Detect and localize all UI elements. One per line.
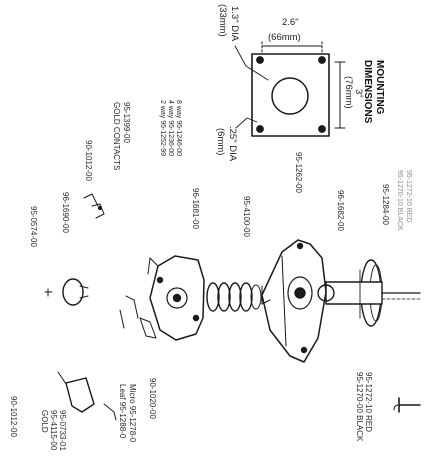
spring-rings-part <box>206 282 262 312</box>
part-label-leaf: Leaf 95-1288-0 <box>118 384 127 439</box>
part-label-95-4115: 95-4115-00 <box>49 410 58 451</box>
height-inches-label: 3" <box>353 89 364 98</box>
height-mm-label: (76mm) <box>343 76 354 109</box>
mounting-title-line1: MOUNTING <box>374 60 385 115</box>
part-label-95-1272-red-bottom: 95-1272-10 RED <box>364 372 373 433</box>
part-label-90-1012-b: 90-1012-00 <box>9 396 18 437</box>
part-label-95-0574: 95-0574-00 <box>29 206 38 247</box>
part-label-95-1284: 95-1284-00 <box>381 184 390 225</box>
part-label-gold-contacts: GOLD CONTACTS <box>112 102 121 171</box>
part-label-96-1690: 96-1690-00 <box>61 192 70 233</box>
part-label-95-0733: 95-0733-01 <box>58 410 67 451</box>
leader-lines <box>234 45 269 129</box>
part-label-95-4100: 95-4100-00 <box>242 196 251 237</box>
housing-part <box>261 239 327 363</box>
knob-cap-part <box>317 259 421 327</box>
gold-contacts-part <box>83 193 105 219</box>
hole-diameter-mm-label: (33mm) <box>217 4 228 37</box>
part-label-micro: Micro 95-1278-0 <box>128 384 137 443</box>
switch-body-part <box>119 255 205 341</box>
connector-block-part <box>57 371 117 421</box>
width-inches-label: 2.6" <box>282 17 299 28</box>
part-label-95-1270-black-top: 95-1270-10 BLACK <box>396 170 403 231</box>
part-label-8-way: 8 way 95-1246-00 <box>175 100 182 157</box>
width-mm-label: (66mm) <box>268 32 301 43</box>
width-dimension-line <box>261 41 323 53</box>
part-label-2-way: 2 way 95-1252-99 <box>159 100 166 157</box>
height-dimension-line <box>334 61 346 129</box>
screw-diameter-mm-label: (6mm) <box>215 128 226 156</box>
part-label-95-1399: 95-1399-00 <box>122 102 131 143</box>
mounting-plate-outline <box>251 53 330 137</box>
part-label-96-1681: 96-1681-00 <box>191 188 200 229</box>
part-label-90-1020: 90-1020-00 <box>148 378 157 419</box>
part-label-96-1682: 96-1682-00 <box>336 190 345 231</box>
part-label-95-1272-red-top: 95-1272-10 RED <box>405 170 412 223</box>
screw-diameter-label: .25" DIA <box>227 126 238 162</box>
plug-part <box>44 278 89 306</box>
wire-lead-part <box>393 397 421 413</box>
part-label-4-way: 4 way 95-1236-00 <box>167 100 174 157</box>
part-label-95-1262: 95-1262-00 <box>294 152 303 193</box>
hole-diameter-label: 1.3" DIA <box>229 6 240 42</box>
part-label-95-1270-black-bottom: 95-1270-00 BLACK <box>355 372 364 442</box>
part-label-90-1012-a: 90-1012-00 <box>84 140 93 181</box>
part-label-gold: GOLD <box>40 410 49 433</box>
